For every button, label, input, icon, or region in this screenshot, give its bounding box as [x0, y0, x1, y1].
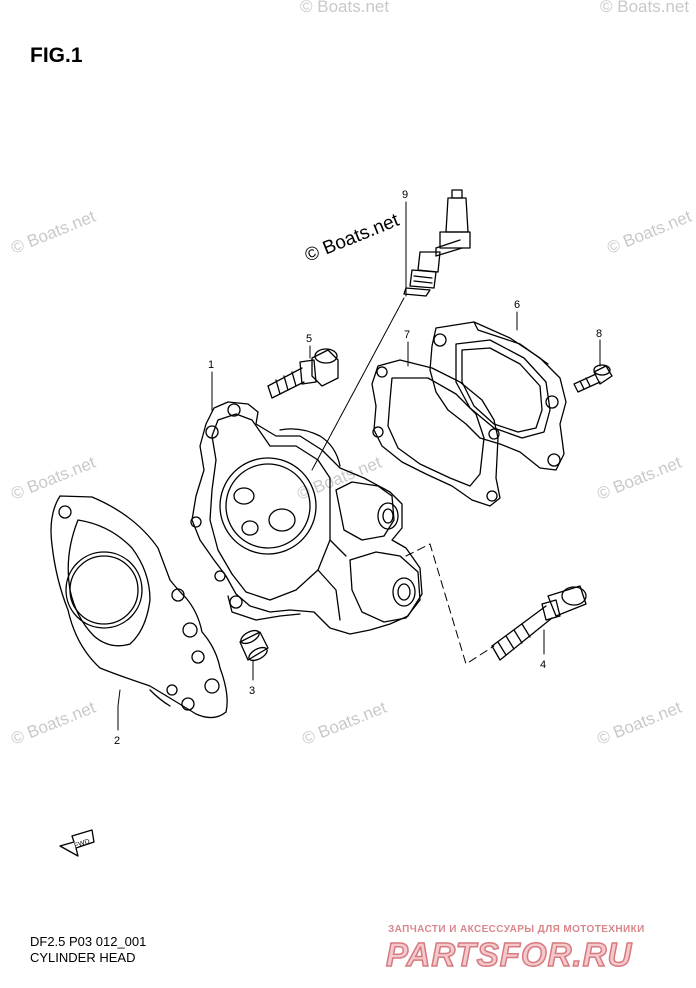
figure-caption-code: DF2.5 P03 012_001	[30, 934, 147, 949]
watermark-layer: © Boats.net © Boats.net © Boats.net © Bo…	[8, 0, 694, 749]
callout-label-9: 9	[402, 189, 408, 201]
cylinder-head-part	[190, 401, 423, 635]
callout-label-3: 3	[249, 685, 255, 697]
watermark-text: © Boats.net	[300, 0, 389, 16]
small-bolt-part	[573, 364, 613, 393]
forward-arrow-icon	[59, 829, 95, 857]
watermark-text: © Boats.net	[8, 453, 98, 504]
dowel-pin-part	[239, 629, 269, 662]
short-bolt-part	[267, 348, 339, 399]
fwd-arrow-label: FWD	[73, 838, 90, 850]
callout-label-8: 8	[596, 328, 602, 340]
cylinder-head-gasket-part	[50, 495, 228, 719]
callout-label-5: 5	[306, 333, 312, 345]
brand-tagline: ЗАПЧАСТИ И АКСЕССУАРЫ ДЛЯ МОТОТЕХНИКИ	[388, 924, 645, 935]
callout-label-6: 6	[514, 299, 520, 311]
callout-label-1: 1	[208, 359, 214, 371]
callout-label-4: 4	[540, 659, 546, 671]
cylinder-head-cover-part	[429, 321, 567, 471]
watermark-text: © Boats.net	[600, 0, 689, 16]
long-bolt-part	[491, 585, 587, 661]
brand-logo: PARTSFOR.RU	[385, 935, 633, 974]
watermark-text: © Boats.net	[594, 698, 684, 749]
watermark-text: © Boats.net	[8, 698, 98, 749]
callout-label-7: 7	[404, 329, 410, 341]
watermark-text: © Boats.net	[299, 698, 389, 749]
watermark-text: © Boats.net	[302, 210, 403, 267]
figure-title: FIG.1	[30, 44, 83, 67]
callout-labels: 1 2 3 4 5 6 7 8 9	[114, 189, 602, 747]
leader-lines	[117, 201, 601, 731]
watermark-text: © Boats.net	[594, 453, 684, 504]
figure-caption-name: CYLINDER HEAD	[30, 950, 136, 965]
callout-label-2: 2	[114, 735, 120, 747]
spark-plug-part	[403, 189, 471, 297]
cover-gasket-part	[371, 359, 501, 507]
watermark-text: © Boats.net	[604, 207, 694, 258]
watermark-text: © Boats.net	[8, 207, 98, 258]
